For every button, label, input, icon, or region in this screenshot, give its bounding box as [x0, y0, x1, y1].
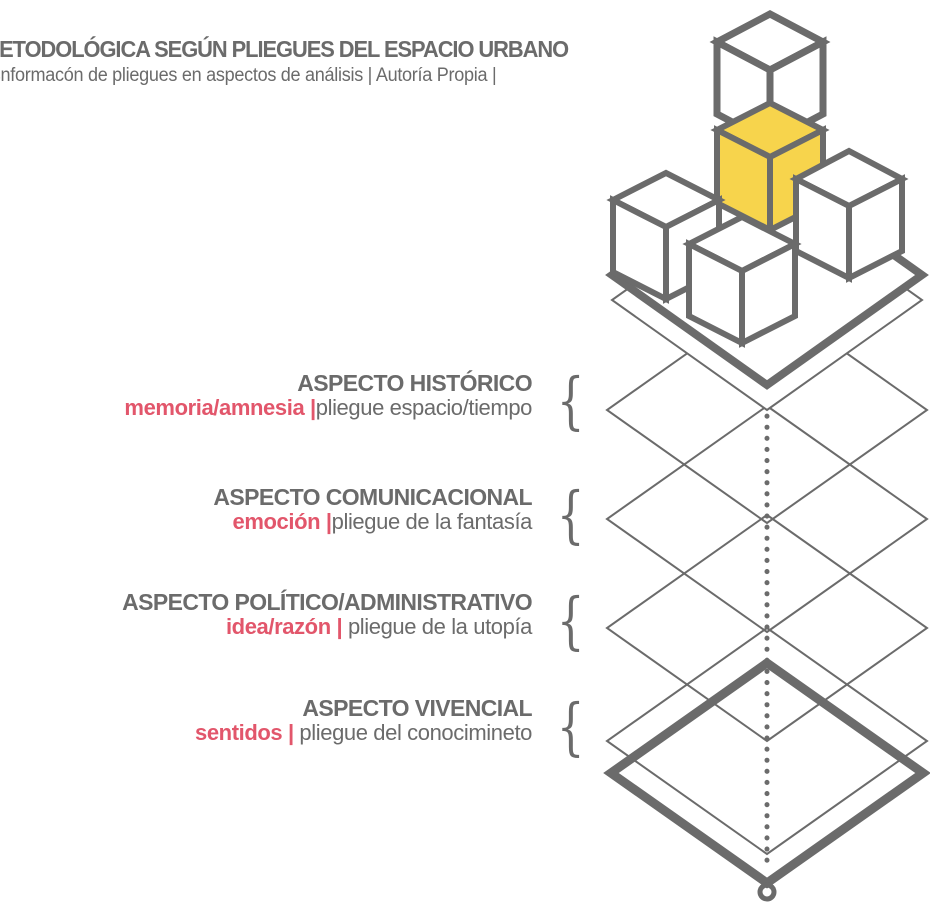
aspect-historico: ASPECTO HISTÓRICO memoria/amnesia |plieg…	[124, 371, 532, 420]
diagram-title: METODOLÓGICA SEGÚN PLIEGUES DEL ESPACIO …	[0, 36, 569, 62]
fold-layer-comunicacional	[605, 404, 929, 634]
aspect-comunicacional: ASPECTO COMUNICACIONAL emoción |pliegue …	[213, 485, 532, 534]
title-block: METODOLÓGICA SEGÚN PLIEGUES DEL ESPACIO …	[0, 36, 599, 87]
aspect-fold: pliegue del conocimineto	[293, 720, 532, 745]
cube-right	[789, 147, 909, 283]
aspect-keyword: idea/razón |	[225, 614, 343, 639]
fold-layer-historico	[605, 295, 929, 525]
aspect-keyword: memoria/amnesia |	[124, 395, 316, 420]
brace-icon: {	[556, 364, 585, 437]
cube-left	[606, 169, 726, 304]
brace-icon: {	[556, 690, 585, 763]
aspect-keyword: sentidos |	[194, 720, 294, 745]
aspect-name: ASPECTO VIVENCIAL	[302, 695, 532, 721]
aspect-fold: pliegue de la fantasía	[331, 509, 533, 534]
aspect-name: ASPECTO POLÍTICO/ADMINISTRATIVO	[122, 589, 533, 615]
brace-icon: {	[556, 584, 585, 657]
aspect-description: memoria/amnesia |pliegue espacio/tiempo	[124, 396, 532, 420]
aspect-keyword: emoción |	[232, 509, 332, 534]
aspect-name: ASPECTO HISTÓRICO	[297, 370, 532, 396]
axis-end-marker	[757, 882, 777, 902]
aspect-name: ASPECTO COMUNICACIONAL	[213, 484, 532, 510]
cube-front	[682, 213, 802, 348]
fold-layer-vivencial	[605, 626, 929, 856]
aspect-fold: pliegue de la utopía	[342, 614, 532, 639]
aspect-fold: pliegue espacio/tiempo	[315, 395, 533, 420]
aspect-politico: ASPECTO POLÍTICO/ADMINISTRATIVO idea/raz…	[122, 589, 533, 639]
aspect-vivencial: ASPECTO VIVENCIAL sentidos | pliegue del…	[195, 695, 533, 745]
diagram-subtitle: asnformacón de pliegues en aspectos de a…	[0, 65, 497, 86]
fold-layer-politico	[605, 513, 929, 743]
aspect-description: emoción |pliegue de la fantasía	[213, 510, 532, 534]
aspect-description: idea/razón | pliegue de la utopía	[122, 615, 532, 639]
brace-icon: {	[556, 478, 585, 551]
aspect-description: sentidos | pliegue del conocimineto	[195, 721, 532, 745]
